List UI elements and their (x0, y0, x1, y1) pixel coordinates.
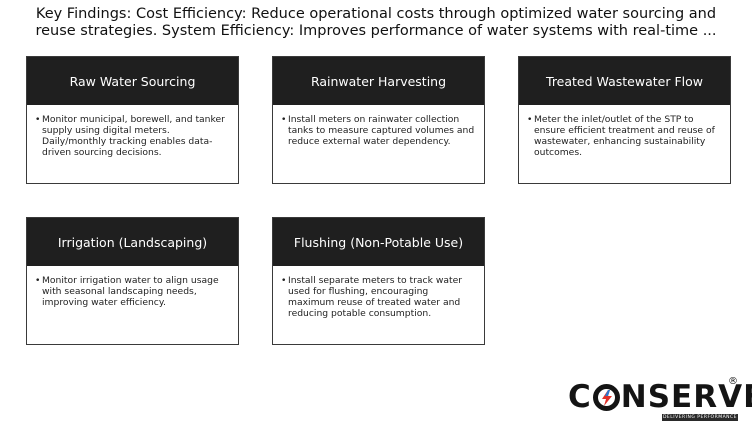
card-body: • Meter the inlet/outlet of the STP to e… (519, 105, 730, 158)
card-body: • Monitor municipal, borewell, and tanke… (27, 105, 238, 158)
card-irrigation-landscaping: Irrigation (Landscaping) • Monitor irrig… (26, 217, 239, 345)
card-title: Treated Wastewater Flow (519, 57, 730, 105)
card-text: Install meters on rainwater collection t… (288, 114, 475, 147)
conserve-logo: C NSERVE ® DELIVERING PERFORMANCE (568, 376, 752, 422)
card-text: Meter the inlet/outlet of the STP to ens… (534, 114, 715, 158)
logo-wordmark: C NSERVE (568, 380, 752, 414)
logo-letter-c: C (568, 379, 592, 415)
bullet: • (35, 114, 41, 125)
card-body: • Install separate meters to track water… (273, 266, 484, 319)
card-raw-water-sourcing: Raw Water Sourcing • Monitor municipal, … (26, 56, 239, 184)
card-title: Rainwater Harvesting (273, 57, 484, 105)
card-title: Irrigation (Landscaping) (27, 218, 238, 266)
lightning-bolt-icon (601, 389, 612, 406)
card-text: Monitor municipal, borewell, and tanker … (42, 114, 225, 158)
card-text: Install separate meters to track water u… (288, 275, 463, 319)
card-text: Monitor irrigation water to align usage … (42, 275, 219, 308)
page-heading: Key Findings: Cost Efficiency: Reduce op… (35, 6, 717, 39)
bullet: • (281, 275, 287, 286)
logo-tagline: DELIVERING PERFORMANCE (662, 414, 738, 421)
card-title: Raw Water Sourcing (27, 57, 238, 105)
card-title: Flushing (Non-Potable Use) (273, 218, 484, 266)
registered-mark: ® (728, 376, 738, 387)
card-treated-wastewater-flow: Treated Wastewater Flow • Meter the inle… (518, 56, 731, 184)
card-flushing-non-potable-use: Flushing (Non-Potable Use) • Install sep… (272, 217, 485, 345)
card-body: • Install meters on rainwater collection… (273, 105, 484, 147)
logo-letters: NSERVE (620, 379, 752, 415)
bullet: • (35, 275, 41, 286)
logo-o-ring (592, 383, 620, 411)
bullet: • (527, 114, 533, 125)
card-body: • Monitor irrigation water to align usag… (27, 266, 238, 308)
bullet: • (281, 114, 287, 125)
card-rainwater-harvesting: Rainwater Harvesting • Install meters on… (272, 56, 485, 184)
